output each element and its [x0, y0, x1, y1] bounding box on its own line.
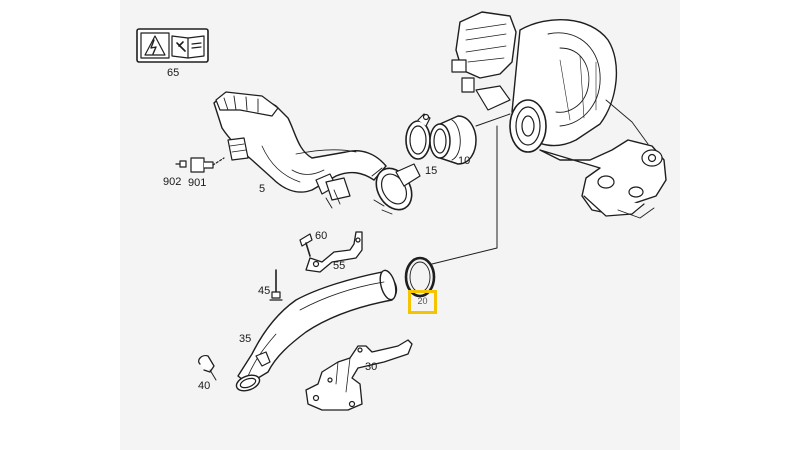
intake-hose-icon — [213, 91, 421, 215]
callout-45[interactable]: 45 — [258, 285, 271, 297]
callout-15[interactable]: 15 — [425, 165, 438, 177]
callout-5[interactable]: 5 — [259, 183, 266, 195]
callout-65[interactable]: 65 — [167, 67, 180, 79]
callout-40[interactable]: 40 — [198, 380, 211, 392]
callout-35[interactable]: 35 — [239, 333, 252, 345]
callout-902[interactable]: 902 — [163, 176, 182, 188]
mounting-bracket-icon — [299, 231, 363, 273]
callout-10[interactable]: 10 — [458, 155, 471, 167]
highlighted-part-label: 20 — [417, 296, 428, 306]
bolt-icon — [269, 269, 283, 301]
leader-lines — [431, 113, 511, 265]
support-bracket-icon — [305, 339, 413, 411]
hose-clamp-icon — [405, 113, 431, 160]
callout-30[interactable]: 30 — [365, 361, 378, 373]
sensor-connector-icon — [175, 157, 225, 173]
callout-55[interactable]: 55 — [333, 260, 346, 272]
highlighted-part-callout[interactable]: 20 — [408, 290, 437, 314]
callout-60[interactable]: 60 — [315, 230, 328, 242]
callout-901[interactable]: 901 — [188, 177, 207, 189]
coupling-sleeve-icon — [429, 115, 477, 165]
warning-manual-icon — [136, 28, 209, 63]
charge-air-pipe-icon — [235, 269, 398, 392]
turbocharger-icon — [451, 11, 667, 219]
clip-icon — [198, 354, 217, 381]
